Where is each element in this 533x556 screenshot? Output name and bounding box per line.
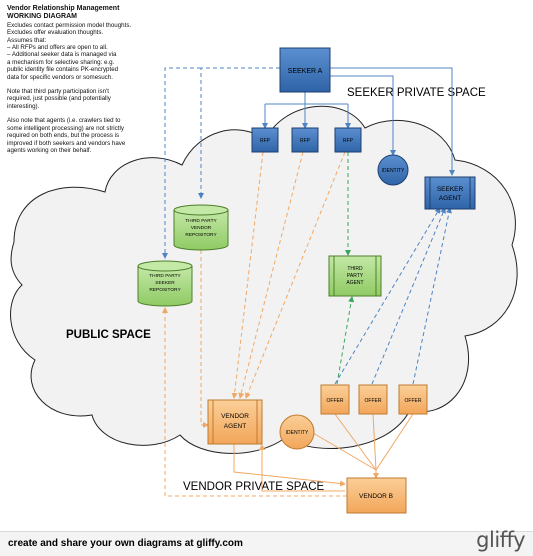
notes-paragraph-3: Also note that agents (i.e. crawlers tie… xyxy=(7,117,167,154)
notes-line: improved if both seekers and vendors hav… xyxy=(7,139,126,147)
notes-line: data for specific vendors or somesuch. xyxy=(7,73,113,81)
tp-seeker-repo-label-3: REPOSITORY xyxy=(149,287,181,293)
notes-paragraph-2: Note that third party participation isn'… xyxy=(7,88,167,110)
third-party-agent-node[interactable]: THIRD PARTY AGENT xyxy=(328,255,382,297)
offer-node-3[interactable]: OFFER xyxy=(398,384,428,415)
rfp-node-1[interactable]: RFP xyxy=(251,127,279,153)
region-label-public: PUBLIC SPACE xyxy=(66,329,151,341)
notes-title: Vendor Relationship Management xyxy=(7,5,120,12)
notes-line: Assumes that: xyxy=(7,36,47,44)
gliffy-logo[interactable]: gliffy xyxy=(476,528,525,552)
offer-label: OFFER xyxy=(365,398,382,404)
rfp-label: RFP xyxy=(343,138,354,144)
public-space-cloud xyxy=(10,105,518,454)
region-label-seeker-private: SEEKER PRIVATE SPACE xyxy=(347,87,486,99)
offer-label: OFFER xyxy=(327,398,344,404)
region-label-vendor-private: VENDOR PRIVATE SPACE xyxy=(183,481,325,493)
notes-line: Also note that agents (i.e. crawlers tie… xyxy=(7,117,121,125)
offer-node-1[interactable]: OFFER xyxy=(320,384,350,415)
seeker-a-node[interactable]: SEEKER A xyxy=(279,47,331,93)
footer-bar: create and share your own diagrams at gl… xyxy=(0,528,533,556)
seeker-a-label: SEEKER A xyxy=(288,68,323,75)
tp-agent-label-3: AGENT xyxy=(346,280,363,286)
seeker-identity-node[interactable]: IDENTITY xyxy=(377,154,409,186)
notes-line: – All RFPs and offers are open to all. xyxy=(7,44,108,52)
vendor-b-node[interactable]: VENDOR B xyxy=(346,477,407,514)
vendor-agent-label-2: AGENT xyxy=(224,423,246,430)
seeker-identity-label: IDENTITY xyxy=(382,168,405,174)
seeker-agent-label-2: AGENT xyxy=(439,195,461,202)
tp-vendor-repo-label-1: THIRD PARTY xyxy=(185,218,217,224)
vendor-identity-node[interactable]: IDENTITY xyxy=(279,414,315,450)
rfp-node-2[interactable]: RFP xyxy=(291,127,319,153)
third-party-vendor-repository-node[interactable]: THIRD PARTY VENDOR REPOSITORY xyxy=(173,204,229,251)
notes-line: public identity file contains PK-encrypt… xyxy=(7,66,119,74)
third-party-seeker-repository-node[interactable]: THIRD PARTY SEEKER REPOSITORY xyxy=(137,260,193,307)
tp-agent-label-1: THIRD xyxy=(347,266,363,272)
tp-seeker-repo-label-1: THIRD PARTY xyxy=(149,273,181,279)
notes-line: required, just possible (and potentially xyxy=(7,95,111,103)
notes-line: some intelligent processing) are not str… xyxy=(7,124,124,132)
connector-seeker-to-agent xyxy=(330,67,455,176)
vendor-agent-node[interactable]: VENDOR AGENT xyxy=(207,399,263,445)
notes-block: Vendor Relationship Management WORKING D… xyxy=(7,5,167,154)
connector-vendor-agent-to-vendor-b xyxy=(233,444,346,487)
connector-seeker-to-seeker-repo xyxy=(162,67,201,259)
rfp-label: RFP xyxy=(300,138,311,144)
rfp-label: RFP xyxy=(260,138,271,144)
connector-offer-to-third-party-agent xyxy=(336,296,355,385)
notes-line: Note that third party participation isn'… xyxy=(7,88,109,96)
connector-vendor-b-to-agent xyxy=(259,444,345,492)
connector-rfps-to-vendor-agent xyxy=(231,151,346,399)
rfp-node-3[interactable]: RFP xyxy=(334,127,362,153)
offer-label: OFFER xyxy=(405,398,422,404)
notes-line: agents working on their behalf. xyxy=(7,146,92,154)
notes-line: interesting). xyxy=(7,102,40,110)
notes-line: – Additional seeker data is managed via xyxy=(7,51,117,59)
connector-vendor-repo-to-vendor-agent xyxy=(200,250,209,428)
connector-vendor-b-to-seeker-repo xyxy=(162,307,347,497)
connector-seeker-to-rfps xyxy=(262,92,351,129)
tp-vendor-repo-label-2: VENDOR xyxy=(191,225,212,231)
notes-subtitle: WORKING DIAGRAM xyxy=(7,13,77,21)
vendor-identity-label: IDENTITY xyxy=(286,430,309,436)
seeker-agent-label-1: SEEKER xyxy=(437,186,464,193)
tp-seeker-repo-label-2: SEEKER xyxy=(155,280,175,286)
notes-line: Excludes offer evaluation thoughts. xyxy=(7,29,104,37)
connector-seeker-to-identity xyxy=(330,75,396,156)
footer-text[interactable]: create and share your own diagrams at gl… xyxy=(8,538,243,549)
vendor-b-label: VENDOR B xyxy=(359,493,393,500)
vendor-agent-label-1: VENDOR xyxy=(221,413,249,420)
notes-line: required on both ends, but the process i… xyxy=(7,132,120,140)
connector-offers-to-seeker-agent xyxy=(334,207,452,385)
notes-line: a mechanism for selective sharing: e.g. xyxy=(7,58,115,66)
seeker-agent-node[interactable]: SEEKER AGENT xyxy=(424,176,476,210)
notes-paragraph-1: Excludes contact permission model though… xyxy=(7,22,167,81)
offer-node-2[interactable]: OFFER xyxy=(358,384,388,415)
tp-vendor-repo-label-3: REPOSITORY xyxy=(185,232,217,238)
connector-offers-to-vendor-b xyxy=(312,413,414,479)
notes-line: Excludes contact permission model though… xyxy=(7,21,132,29)
tp-agent-label-2: PARTY xyxy=(347,273,364,279)
